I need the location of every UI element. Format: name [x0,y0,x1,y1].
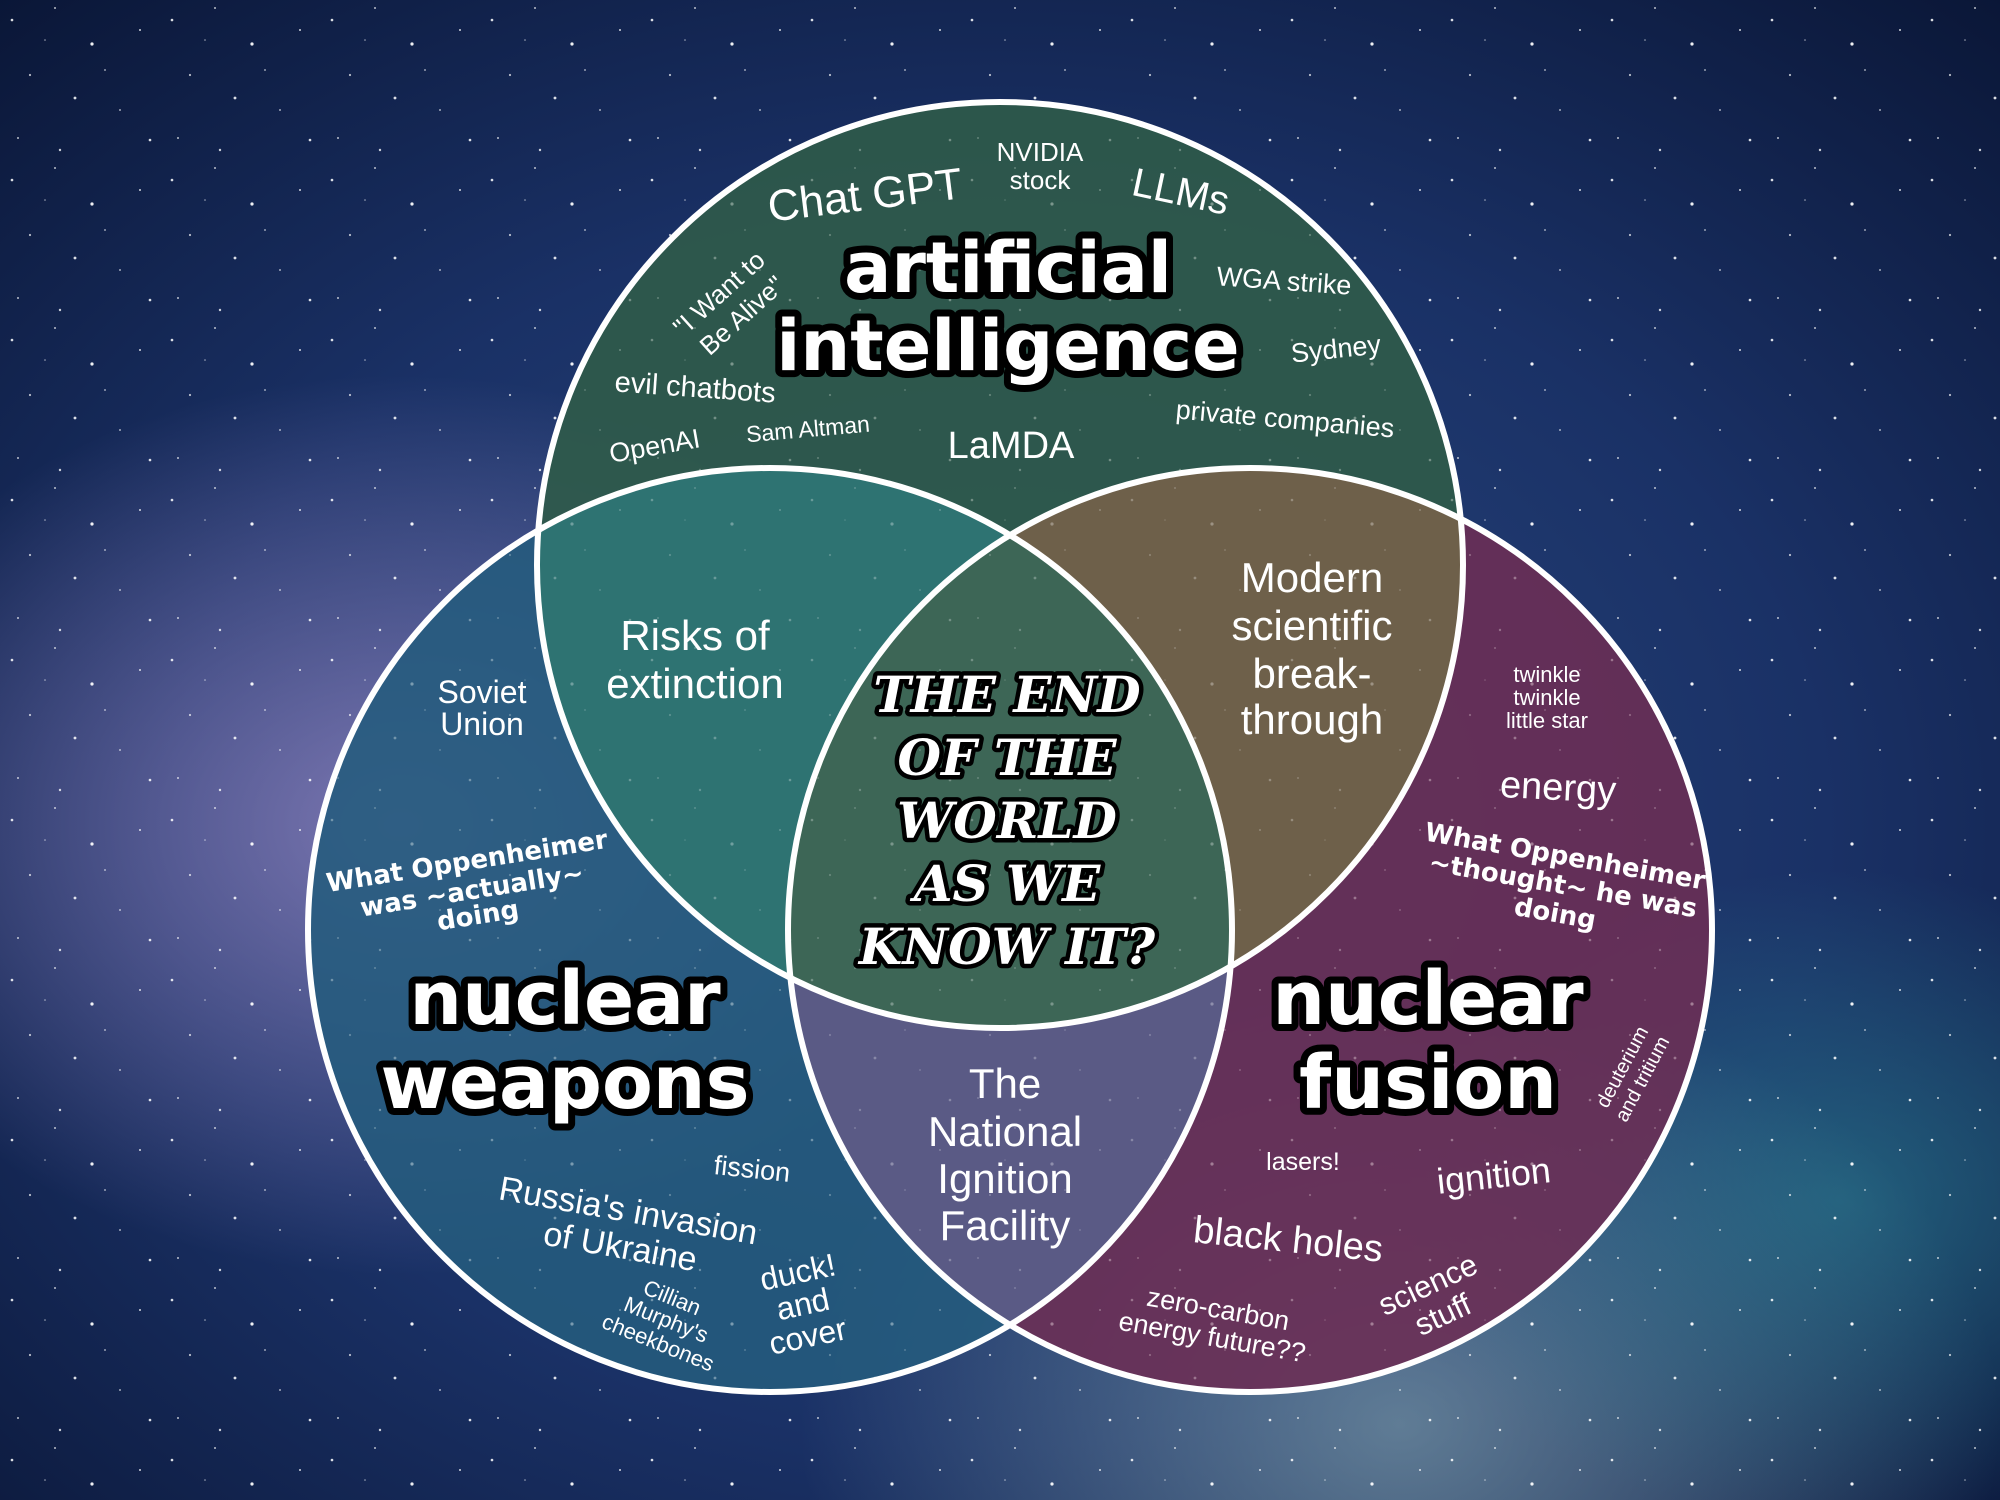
center-line-3: WORLD [897,791,1117,850]
label-nvidia-stock-1: NVIDIA [997,137,1084,167]
label-soviet-union-1: Soviet [438,674,527,710]
center-line-1: THE END [873,665,1140,724]
label-nvidia-stock-2: stock [1010,165,1072,195]
label-lasers: lasers! [1266,1148,1340,1176]
center-line-4: AS WE [910,854,1101,913]
overlap-ai-fusion-label-2: scientific [1231,602,1392,649]
label-twinkle-2: twinkle [1513,685,1580,710]
label-energy: energy [1499,764,1617,812]
title-intelligence: intelligence [776,305,1239,387]
title-nuclear-fusion-2: fusion [1299,1040,1557,1126]
title-nuclear-weapons-1: nuclear [409,956,721,1042]
title-artificial: artificial [844,227,1172,309]
title-nuclear-weapons-2: weapons [380,1040,749,1126]
overlap-ai-weapons-label-2: extinction [606,660,783,707]
outline-ai [534,99,1466,1031]
overlap-ai-fusion-label-3: break- [1252,650,1371,697]
center-line-2: OF THE [897,728,1117,787]
overlap-weapons-fusion-label-4: Facility [940,1202,1071,1249]
label-twinkle-3: little star [1506,708,1588,733]
outline-weapons [305,465,1235,1395]
title-nuclear-fusion-1: nuclear [1272,956,1584,1042]
overlap-weapons-fusion-label-2: National [928,1108,1082,1155]
overlap-ai-fusion-label-4: through [1241,696,1383,743]
center-line-5: KNOW IT? [857,917,1156,976]
overlap-weapons-fusion-label-1: The [969,1060,1041,1107]
label-lamda: LaMDA [948,425,1075,467]
outline-fusion [785,465,1715,1395]
overlap-ai-fusion-label-1: Modern [1241,554,1383,601]
overlap-ai-weapons-label-1: Risks of [620,612,770,659]
label-soviet-union-2: Union [440,706,524,742]
overlap-weapons-fusion-label-3: Ignition [937,1155,1072,1202]
label-twinkle-1: twinkle [1513,662,1580,687]
